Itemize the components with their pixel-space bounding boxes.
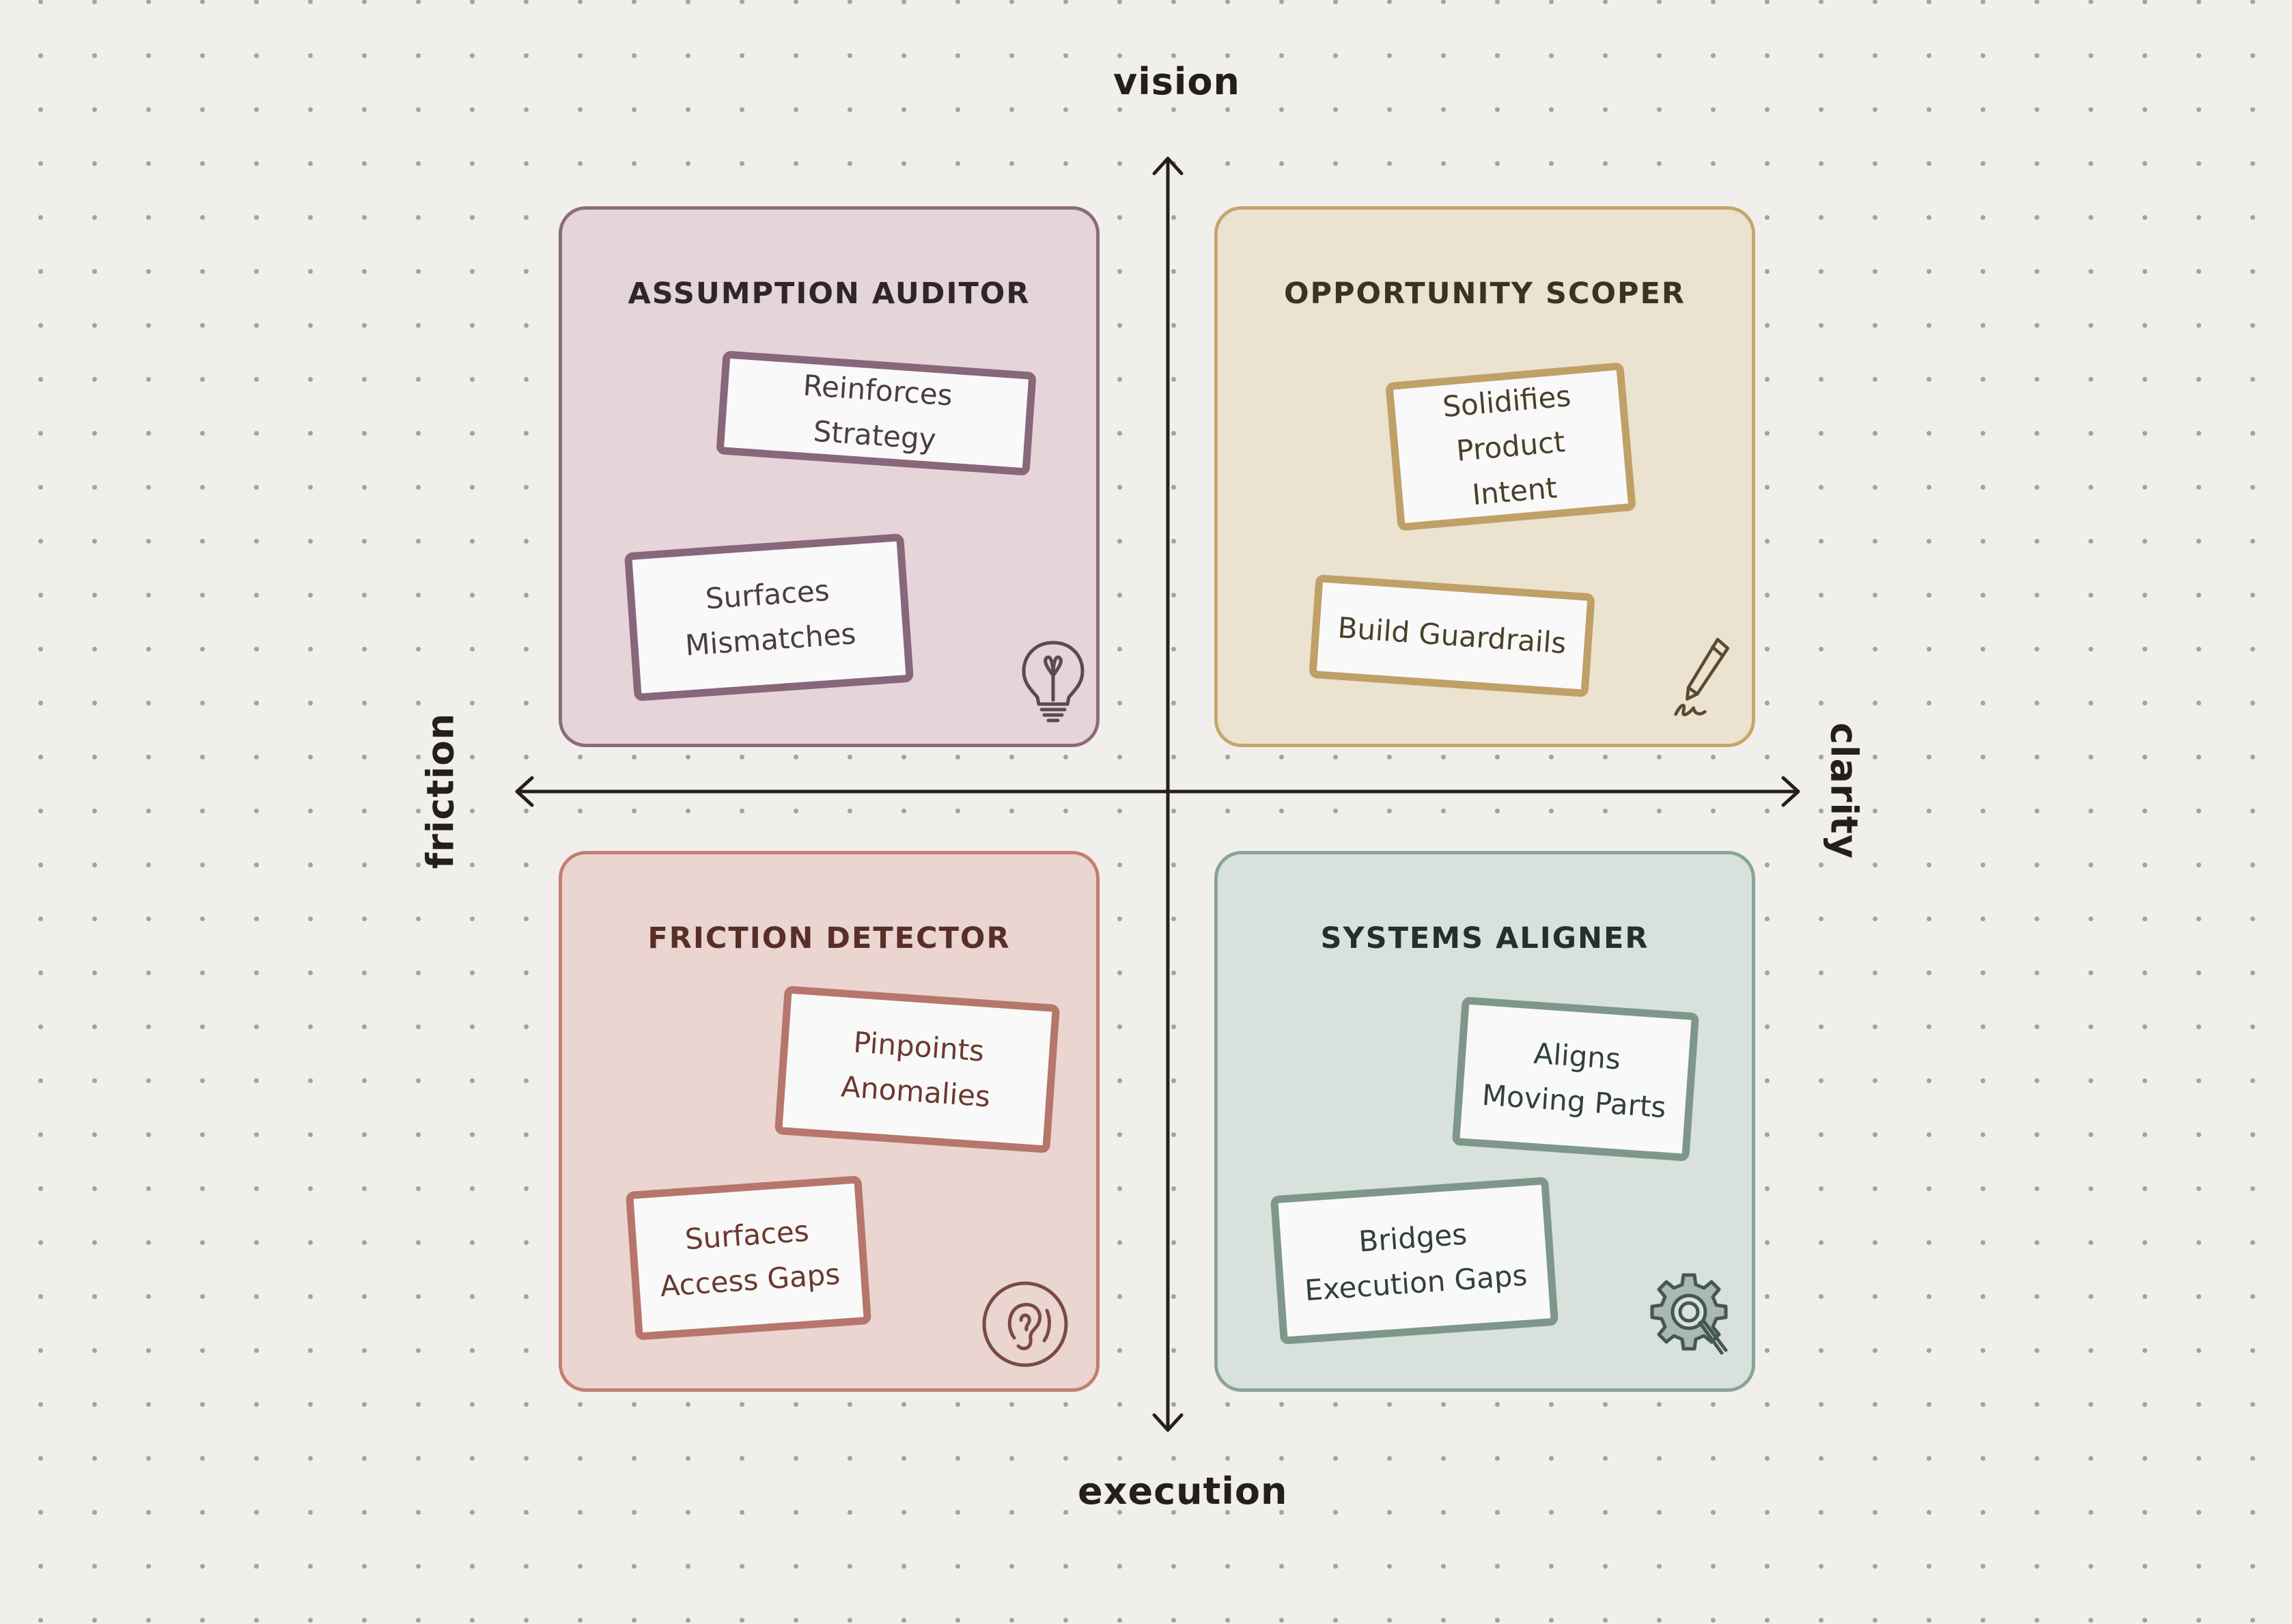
axis-label-vision: vision: [1113, 60, 1240, 103]
card-text-line: Build Guardrails: [1337, 611, 1567, 660]
quadrant-title: OPPORTUNITY SCOPER: [1283, 277, 1686, 311]
card-text-line: Anomalies: [839, 1069, 992, 1114]
card-surfaces-access-gaps: Surfaces Access Gaps: [625, 1175, 872, 1341]
horizontal-axis-arrow-right: [1781, 776, 1800, 807]
axis-label-friction: friction: [419, 712, 462, 869]
horizontal-axis-arrow-left: [515, 776, 534, 807]
quadrant-systems-aligner: SYSTEMS ALIGNER Aligns Moving Parts Brid…: [1214, 851, 1755, 1392]
card-reinforces-strategy: Reinforces Strategy: [716, 350, 1037, 476]
lightbulb-icon: [1022, 641, 1085, 723]
card-text-line: Reinforces Strategy: [802, 368, 954, 457]
quadrant-friction-detector: FRICTION DETECTOR Pinpoints Anomalies Su…: [559, 851, 1100, 1392]
quadrant-title: SYSTEMS ALIGNER: [1320, 921, 1649, 955]
card-text-line: Product Intent: [1455, 425, 1567, 512]
quadrant-title: FRICTION DETECTOR: [647, 921, 1011, 955]
quadrant-title: ASSUMPTION AUDITOR: [628, 277, 1031, 311]
card-pinpoints-anomalies: Pinpoints Anomalies: [774, 985, 1061, 1153]
vertical-axis-arrow-bottom: [1152, 1413, 1184, 1432]
card-bridges-execution-gaps: Bridges Execution Gaps: [1270, 1177, 1559, 1345]
axis-label-clarity: clarity: [1822, 722, 1866, 860]
pencil-icon: [1674, 637, 1730, 716]
card-build-guardrails: Build Guardrails: [1309, 574, 1595, 698]
quadrant-assumption-auditor: ASSUMPTION AUDITOR Reinforces Strategy S…: [559, 206, 1100, 747]
card-aligns-moving-parts: Aligns Moving Parts: [1451, 996, 1700, 1162]
vertical-axis-arrow-top: [1152, 156, 1184, 176]
quadrant-opportunity-scoper: OPPORTUNITY SCOPER Solidifies Product In…: [1214, 206, 1755, 747]
ear-icon: [982, 1281, 1068, 1367]
axis-label-execution: execution: [1078, 1470, 1288, 1513]
card-solidifies-product-intent: Solidifies Product Intent: [1385, 362, 1636, 531]
card-surfaces-mismatches: Surfaces Mismatches: [624, 533, 914, 702]
gear-magnifier-icon: [1650, 1273, 1728, 1355]
